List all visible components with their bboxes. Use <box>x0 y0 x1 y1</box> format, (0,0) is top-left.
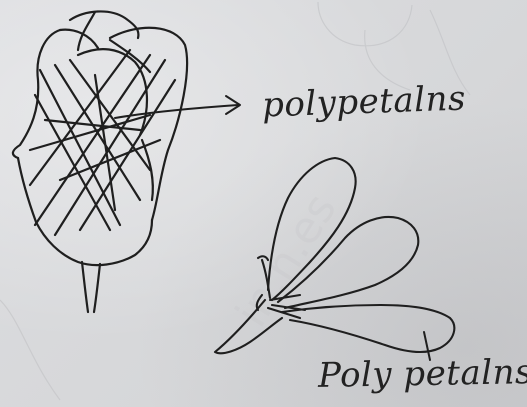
label-polypetalous-top: polypetalns <box>261 78 466 125</box>
flower-bud-drawing <box>13 11 187 312</box>
pointer-arrow-top <box>115 96 240 118</box>
label-polypetalous-bottom: Poly petalns <box>318 352 527 396</box>
